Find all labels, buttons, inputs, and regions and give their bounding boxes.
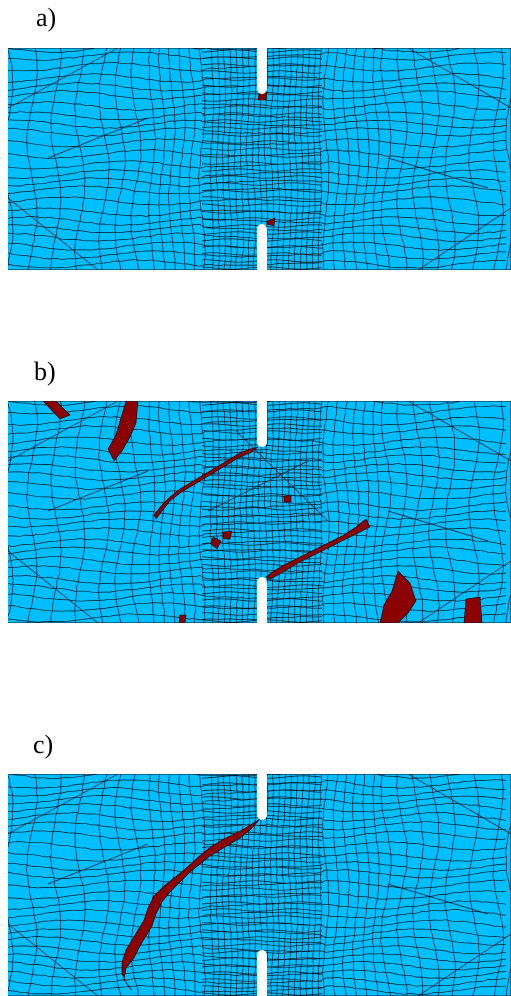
damaged-element (379, 570, 417, 623)
damaged-element (266, 217, 276, 227)
damaged-element (178, 614, 187, 623)
damaged-element (463, 596, 483, 623)
panel-c-label: c) (33, 730, 54, 759)
mesh-a-svg (8, 48, 511, 270)
mesh-panel-b (8, 401, 511, 623)
top-notch (257, 401, 267, 447)
mesh-panel-a (8, 48, 511, 270)
damaged-element (283, 495, 292, 503)
mesh-c-svg (8, 774, 511, 996)
damaged-element (210, 536, 222, 550)
top-notch (257, 48, 267, 94)
panel-a-label: a) (36, 3, 57, 32)
top-notch (257, 774, 267, 820)
damaged-element (265, 518, 371, 580)
mesh-lines (8, 774, 511, 996)
panel-b-label: b) (34, 357, 56, 386)
mesh-lines (8, 401, 511, 623)
damaged-element (107, 401, 139, 462)
bottom-notch (257, 577, 267, 623)
damaged-element (153, 446, 259, 520)
mesh-b-svg (8, 401, 511, 623)
damaged-element (42, 401, 71, 420)
bottom-notch (257, 950, 267, 996)
bottom-notch (257, 224, 267, 270)
damaged-element (121, 818, 261, 991)
mesh-panel-c (8, 774, 511, 996)
damaged-element (222, 530, 233, 540)
